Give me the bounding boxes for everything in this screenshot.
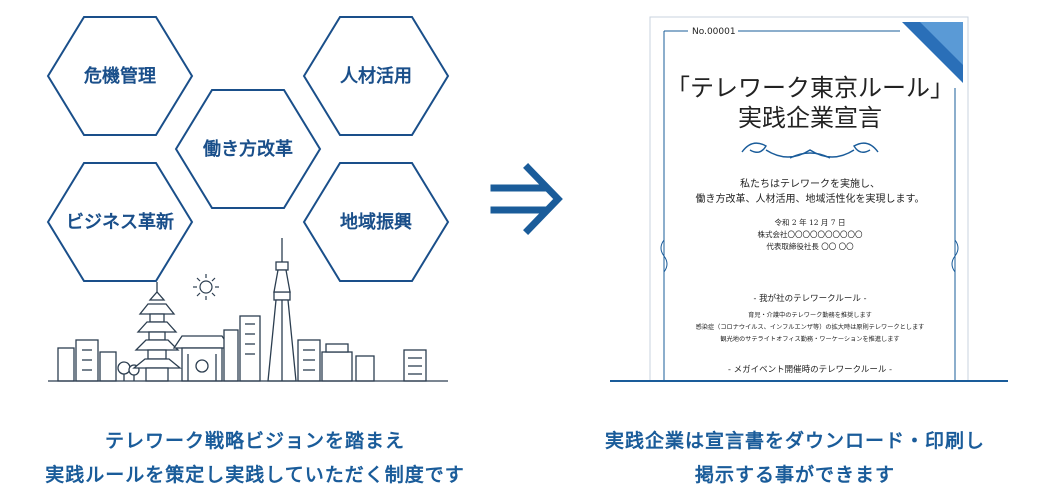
hexagon-label: 働き方改革 — [202, 138, 293, 160]
right-caption: 実践企業は宣言書をダウンロード・印刷し 掲示する事ができます — [560, 424, 1030, 492]
ornament-flourish — [741, 142, 879, 159]
hexagon-crisis-management: 危機管理 — [46, 16, 194, 136]
certificate-company: 株式会社〇〇〇〇〇〇〇〇〇〇 — [758, 229, 863, 239]
hexagon-regional-revitalization: 地域振興 — [302, 162, 450, 282]
tokyo-skyline-illustration — [48, 238, 448, 382]
certificate: No.00001 「テレワーク東京ルール」 実践企業宣言 私たちはテレワークを実… — [649, 16, 969, 382]
hexagon-label: 地域振興 — [340, 211, 412, 233]
left-caption-line1: テレワーク戦略ビジョンを踏まえ — [104, 430, 405, 452]
certificate-representative: 代表取締役社長 〇〇 〇〇 — [766, 241, 854, 251]
certificate-mega-event-heading: - メガイベント開催時のテレワークルール - — [728, 364, 892, 375]
hexagon-label: 危機管理 — [83, 65, 156, 87]
certificate-rule-item: 育児・介護中のテレワーク勤務を推奨します — [748, 311, 872, 319]
certificate-rules-heading: - 我が社のテレワークルール - — [754, 293, 867, 304]
left-caption: テレワーク戦略ビジョンを踏まえ 実践ルールを策定し実践していただく制度です — [20, 424, 490, 492]
hexagon-business-innovation: ビジネス革新 — [46, 162, 194, 282]
certificate-pledge-line2: 働き方改革、人材活用、地域活性化を実現します。 — [696, 192, 925, 205]
certificate-number: No.00001 — [692, 27, 736, 37]
certificate-title-line2: 実践企業宣言 — [738, 104, 882, 132]
hexagon-label: ビジネス革新 — [66, 211, 174, 233]
right-arrow-icon — [490, 163, 563, 235]
sun-icon — [193, 274, 219, 300]
hexagon-work-style-reform: 働き方改革 — [174, 89, 322, 209]
left-caption-line2: 実践ルールを策定し実践していただく制度です — [45, 464, 465, 486]
certificate-rule-item: 観光地のサテライトオフィス勤務・ワーケーションを推進します — [720, 335, 899, 343]
certificate-date: 令和 2 年 12 月 7 日 — [775, 217, 846, 227]
right-caption-line2: 掲示する事ができます — [694, 464, 895, 486]
hexagon-human-resources: 人材活用 — [302, 16, 450, 136]
hexagon-label: 人材活用 — [340, 65, 412, 87]
certificate-pledge-line1: 私たちはテレワークを実施し、 — [740, 177, 880, 190]
certificate-title-line1: 「テレワーク東京ルール」 — [666, 74, 954, 102]
certificate-rule-item: 感染症（コロナウイルス、インフルエンザ等）の拡大時は原則テレワークとします — [696, 323, 925, 331]
right-caption-line1: 実践企業は宣言書をダウンロード・印刷し — [604, 430, 985, 452]
